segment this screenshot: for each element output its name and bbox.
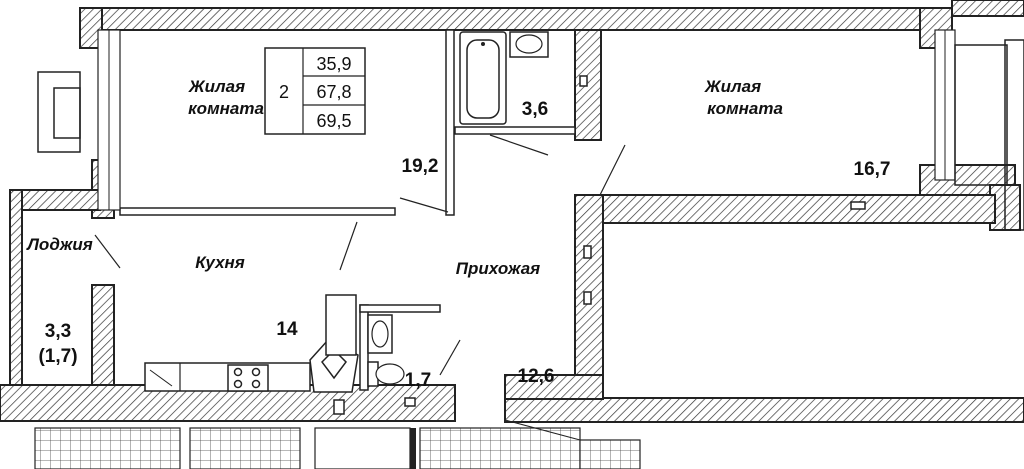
living-room-2-label-2: комната: [707, 99, 783, 118]
partitions: [97, 29, 956, 391]
fixtures: [144, 31, 866, 415]
kitchen-cabinet: [325, 294, 357, 356]
partition-wc-left: [359, 304, 369, 391]
partition-kitchen-top: [119, 207, 396, 216]
wall-bottom-right: [504, 397, 1024, 423]
total-area-loggia-value: 69,5: [316, 111, 351, 131]
wall-left-lower: [91, 284, 115, 386]
radiator-left: [37, 71, 81, 153]
wall-bath-right: [574, 29, 602, 141]
wall-top: [79, 7, 951, 31]
kitchen-area: 14: [276, 319, 298, 340]
toilet-area: 1,7: [405, 370, 431, 391]
total-area-value: 67,8: [316, 82, 351, 102]
partition-wc-top: [359, 304, 441, 313]
wall-living2-bottom: [574, 194, 996, 224]
partition-bath-bottom: [454, 126, 576, 135]
living-room-2-area: 16,7: [854, 159, 891, 180]
hallway-label: Прихожая: [456, 259, 540, 278]
living-room-1-area: 19,2: [402, 156, 439, 177]
loggia-label: Лоджия: [25, 235, 93, 254]
stove: [227, 364, 269, 392]
room-labels: Жилая комната 19,2 Жилая комната 16,7 3,…: [25, 77, 890, 391]
living-room-2-label: Жилая: [704, 77, 761, 96]
balcony-right: [954, 44, 1008, 186]
rooms-count: 2: [279, 82, 289, 102]
wall-loggia-top: [9, 189, 101, 211]
bathroom-area: 3,6: [522, 99, 548, 120]
wall-top-right-corner: [951, 0, 1024, 17]
living-room-1-label-2: комната: [188, 99, 264, 118]
lower-tiles: [34, 419, 641, 469]
loggia-area-reduced: (1,7): [38, 346, 77, 367]
summary-table: 2 35,9 67,8 69,5: [264, 47, 366, 135]
living-room-1-label: Жилая: [188, 77, 245, 96]
hallway-area: 12,6: [518, 366, 555, 387]
door-swings: [94, 134, 626, 376]
wall-hall-bottom: [504, 374, 604, 400]
partition-room1-right: [445, 29, 455, 216]
wall-loggia-left: [9, 189, 23, 391]
living-area-value: 35,9: [316, 54, 351, 74]
loggia-area: 3,3: [45, 321, 71, 342]
exterior-details: [37, 0, 1024, 231]
kitchen-label: Кухня: [195, 253, 245, 272]
wall-left-upper: [79, 7, 103, 49]
